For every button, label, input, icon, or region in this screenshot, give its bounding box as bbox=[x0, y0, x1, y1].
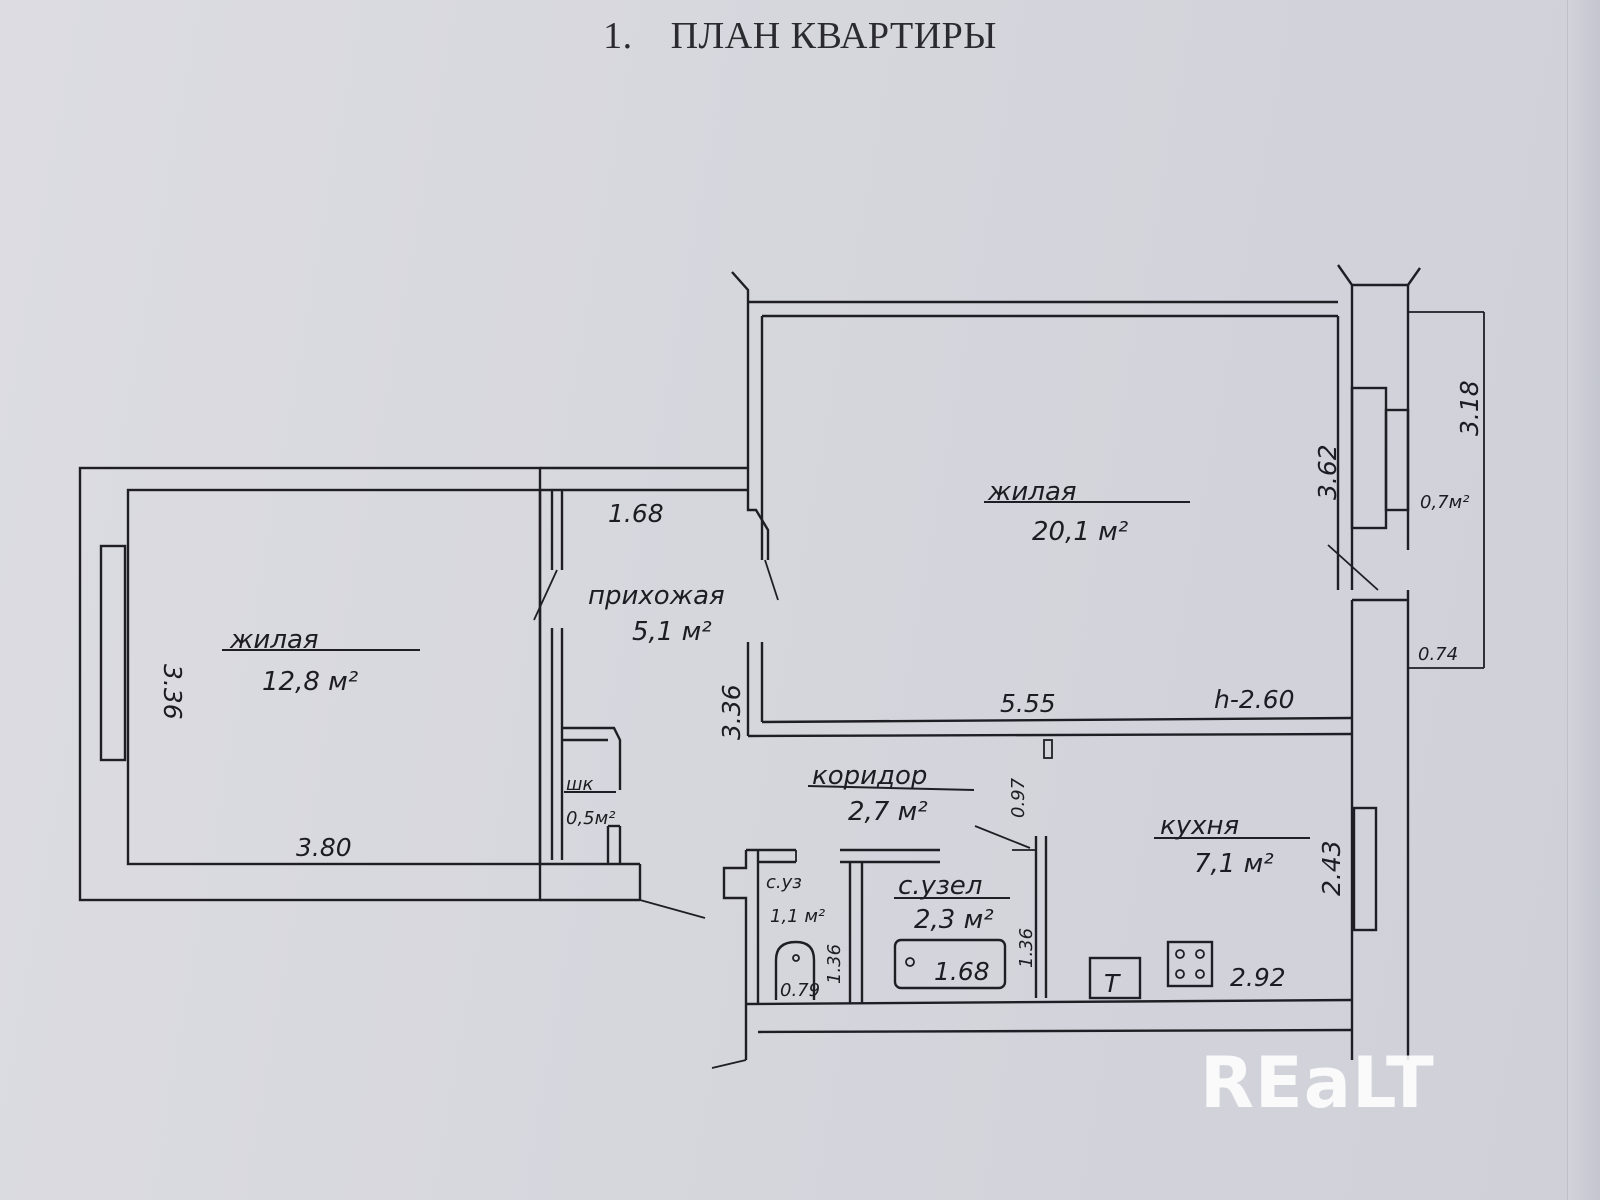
title-number: 1. bbox=[603, 15, 633, 57]
dim-big-height: 3.62 bbox=[1313, 444, 1342, 500]
document-title: 1. ПЛАН КВАРТИРЫ bbox=[0, 14, 1600, 58]
dim-left-width: 3.80 bbox=[296, 833, 352, 862]
bath-name: с.узел bbox=[898, 871, 982, 901]
bathroom-walls bbox=[711, 806, 1378, 1069]
closet-area: 0,5м² bbox=[566, 808, 615, 829]
dim-bath-height: 1.36 bbox=[1016, 928, 1037, 968]
hall-area: 5,1 м² bbox=[632, 617, 712, 647]
dim-balcony-length: 3.18 bbox=[1455, 380, 1484, 436]
dim-kitchen-width: 2.92 bbox=[1230, 963, 1286, 992]
dim-hall-width: 1.68 bbox=[608, 499, 664, 528]
big-room-walls bbox=[731, 264, 1485, 1060]
corridor-underline bbox=[807, 785, 975, 791]
hall-partition bbox=[533, 490, 622, 864]
wc-name: с.уз bbox=[766, 872, 802, 893]
wc-area: 1,1 м² bbox=[770, 906, 825, 927]
realt-watermark: REaLT bbox=[1200, 1042, 1435, 1124]
closet-name: шк bbox=[566, 774, 593, 795]
title-text: ПЛАН КВАРТИРЫ bbox=[670, 15, 997, 57]
dim-left-height: 3.36 bbox=[158, 664, 187, 720]
dim-wc-height: 1.36 bbox=[824, 944, 845, 984]
dim-kitchen-height: 2.43 bbox=[1317, 840, 1346, 896]
dim-bath-width: 1.68 bbox=[934, 957, 990, 986]
fridge-mark: T bbox=[1104, 969, 1121, 998]
balcony-area: 0,7м² bbox=[1420, 492, 1469, 513]
bath-area: 2,3 м² bbox=[914, 905, 994, 935]
living-big-area: 20,1 м² bbox=[1032, 517, 1128, 547]
dim-ceiling: h-2.60 bbox=[1214, 685, 1295, 714]
dim-big-width: 5.55 bbox=[1000, 689, 1056, 718]
kitchen-area: 7,1 м² bbox=[1194, 849, 1274, 879]
living-left-area: 12,8 м² bbox=[262, 667, 358, 697]
hall-name: прихожая bbox=[588, 581, 725, 611]
dim-balcony-width: 0.74 bbox=[1418, 644, 1458, 665]
dim-wc-width: 0.79 bbox=[780, 980, 820, 1001]
page-edge bbox=[1567, 0, 1600, 1200]
dim-corridor-width: 0.97 bbox=[1008, 777, 1029, 818]
kitchen-name: кухня bbox=[1160, 811, 1239, 841]
left-room-walls bbox=[78, 466, 748, 919]
corridor-area: 2,7 м² bbox=[848, 797, 928, 827]
dim-hall-height: 3.36 bbox=[717, 684, 746, 740]
